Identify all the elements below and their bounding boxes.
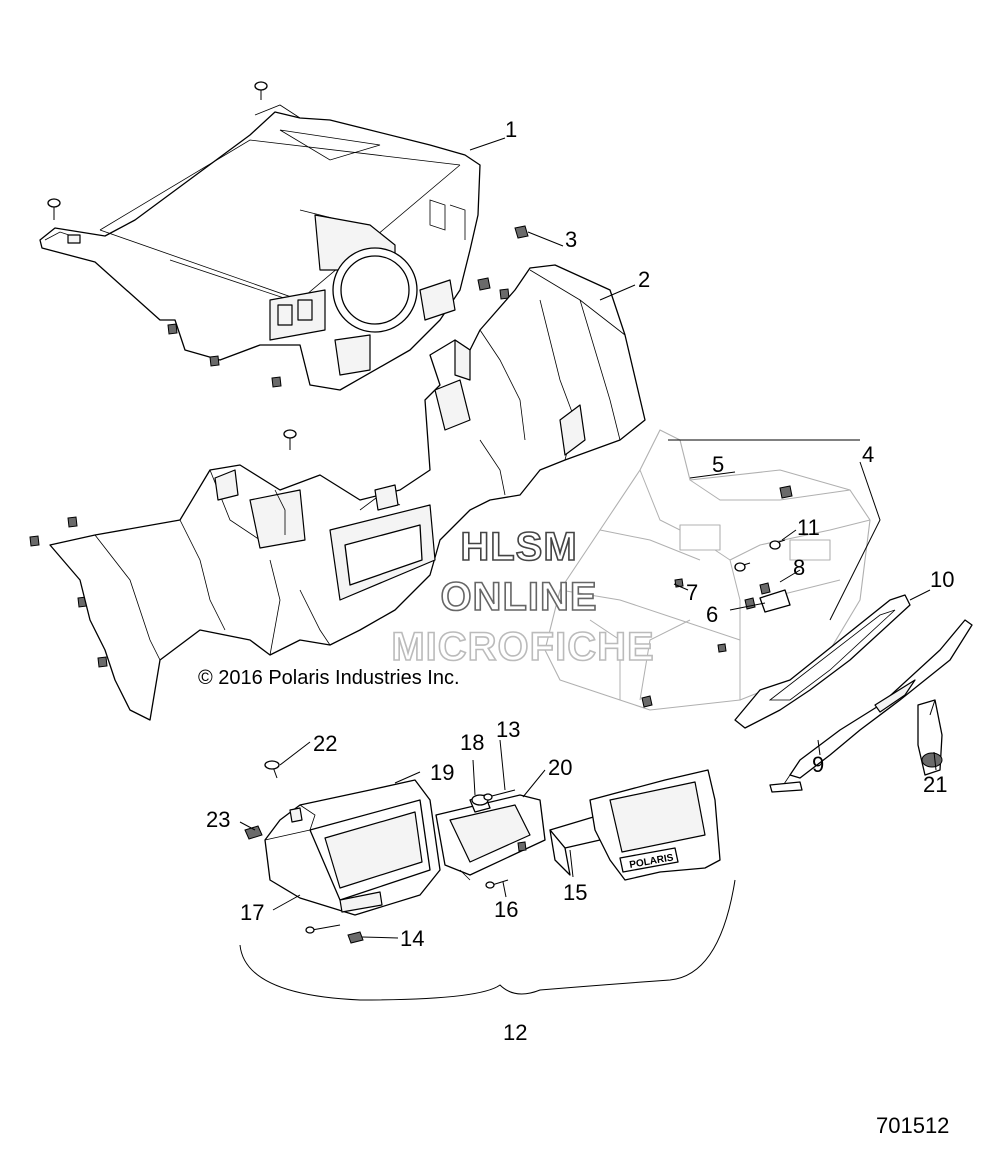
- callout-19: 19: [430, 760, 454, 785]
- fasteners-group-12: [244, 760, 516, 944]
- watermark: HLSM ONLINE MICROFICHE: [391, 524, 655, 670]
- document-number: 701512: [876, 1113, 949, 1138]
- part-9-glove-door-inner: [769, 619, 973, 793]
- callout-23: 23: [206, 807, 230, 832]
- callout-10: 10: [930, 567, 954, 592]
- callout-7: 7: [686, 580, 698, 605]
- watermark-line-1: HLSM: [460, 525, 577, 569]
- fasteners-top: [29, 81, 529, 668]
- callout-4: 4: [862, 442, 874, 467]
- watermark-line-3: MICROFICHE: [391, 625, 654, 669]
- part-5-glove-box-ghost: [544, 429, 871, 711]
- callout-20: 20: [548, 755, 572, 780]
- callout-17: 17: [240, 900, 264, 925]
- watermark-line-2: ONLINE: [440, 575, 597, 619]
- part-21-latch: [917, 699, 943, 776]
- callout-6: 6: [706, 602, 718, 627]
- callout-8: 8: [793, 555, 805, 580]
- callout-13: 13: [496, 717, 520, 742]
- callout-22: 22: [313, 731, 337, 756]
- copyright-notice: © 2016 Polaris Industries Inc.: [198, 667, 460, 689]
- part-20-bezel: [435, 794, 546, 881]
- callout-5: 5: [712, 452, 724, 477]
- callout-12: 12: [503, 1020, 527, 1045]
- callout-16: 16: [494, 897, 518, 922]
- callout-15: 15: [563, 880, 587, 905]
- leader-lines: [239, 137, 937, 939]
- part-17-storage-box: [264, 779, 441, 916]
- callout-18: 18: [460, 730, 484, 755]
- group-12-brace: [239, 879, 736, 1001]
- part-10-glove-door-outer: [734, 594, 911, 729]
- callout-3: 3: [565, 227, 577, 252]
- callout-11: 11: [797, 515, 820, 540]
- callout-14: 14: [400, 926, 424, 951]
- callout-1: 1: [505, 117, 517, 142]
- part-1-upper-dash-cover: [39, 104, 481, 391]
- part-12-lid: POLARIS: [589, 769, 721, 881]
- callout-9: 9: [812, 752, 824, 777]
- callouts: 1 2 3 4 5 6 7 8 9 10 11 12 13 14 15 16 1…: [206, 117, 954, 1045]
- callout-21: 21: [923, 772, 947, 797]
- part-2-lower-dash-panel: [49, 264, 646, 721]
- callout-2: 2: [638, 267, 650, 292]
